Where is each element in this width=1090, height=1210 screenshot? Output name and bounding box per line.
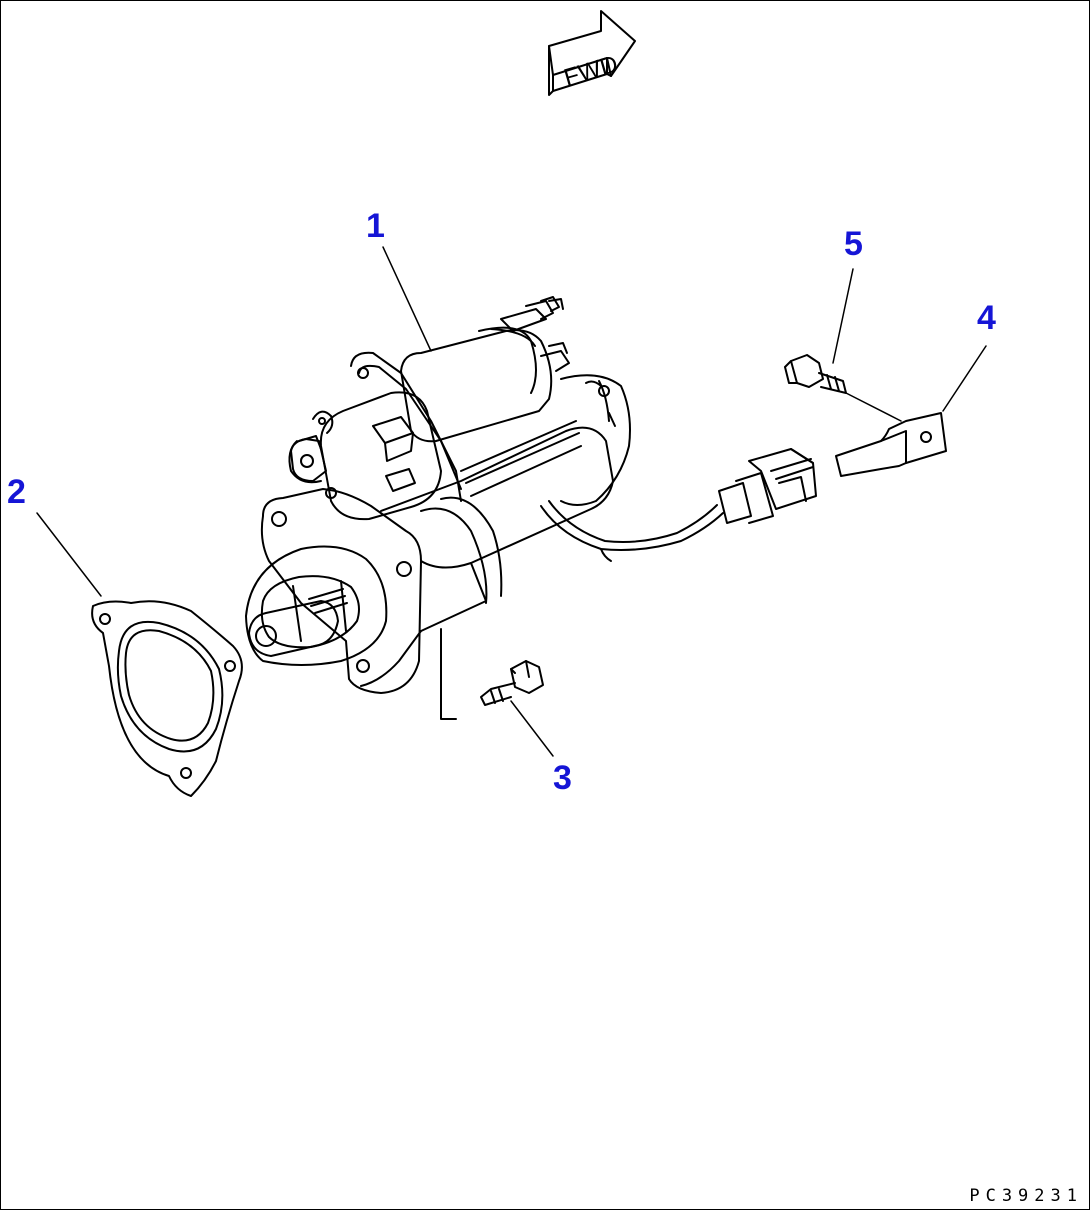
leader-lines <box>36 246 987 757</box>
callout-2: 2 <box>7 473 26 511</box>
gasket-drawing <box>91 600 243 797</box>
callout-1: 1 <box>366 207 385 245</box>
starting-motor-drawing <box>245 296 631 720</box>
callout-4: 4 <box>977 299 996 337</box>
callout-5: 5 <box>844 225 863 263</box>
bracket-drawing <box>835 412 947 477</box>
bolt-3-drawing <box>480 660 544 706</box>
bolt-5-drawing <box>784 354 902 422</box>
callout-3: 3 <box>553 759 572 797</box>
wire-harness-drawing <box>540 448 817 562</box>
forward-arrow-icon: FWD <box>548 10 636 96</box>
drawing-code: PC39231 <box>969 1186 1083 1206</box>
